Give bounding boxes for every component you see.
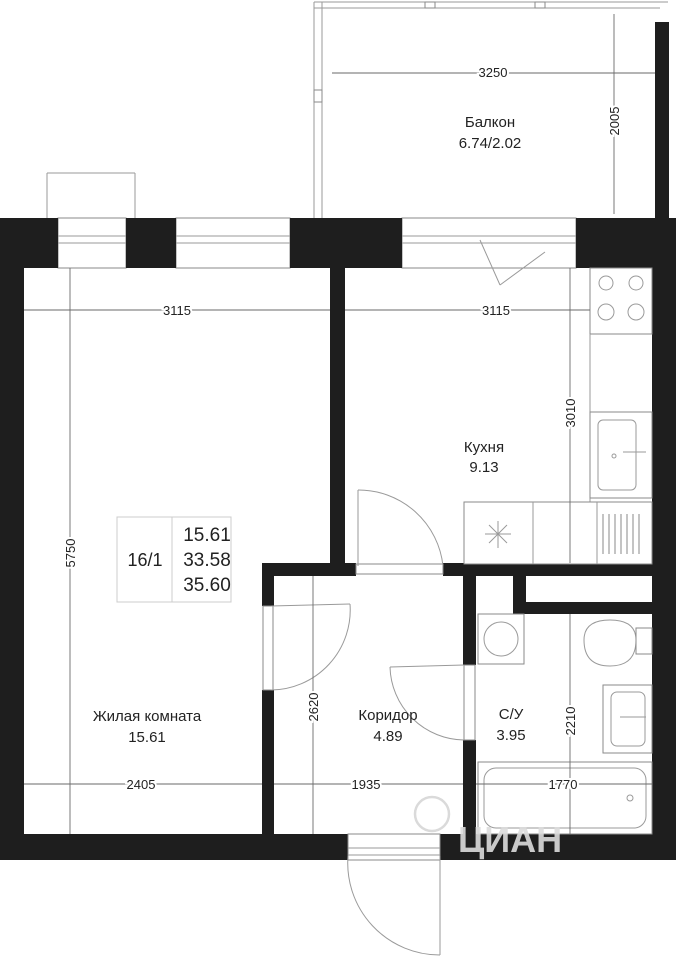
apartment-number: 16/1: [127, 550, 162, 570]
balcony: [313, 1, 669, 218]
total-with-balcony-value: 35.60: [183, 575, 231, 596]
windows: [57, 217, 577, 286]
kitchen-area: 9.13: [469, 459, 498, 476]
watermark: ЦИАН: [413, 795, 562, 860]
balcony-name: Балкон: [465, 114, 515, 131]
dim-balcony-width: 3250: [479, 65, 508, 80]
living-area-value: 15.61: [183, 525, 231, 546]
corridor-name: Коридор: [358, 707, 417, 724]
living-room-name: Жилая комната: [93, 708, 202, 725]
dim-corridor-length: 2620: [306, 693, 321, 722]
dimension-lines: [24, 14, 655, 834]
total-area-value: 33.58: [183, 550, 231, 571]
dim-kitchen-depth: 3010: [563, 399, 578, 428]
watermark-text: ЦИАН: [458, 819, 562, 860]
room-labels: Балкон 6.74/2.02 Кухня 9.13 Жилая комнат…: [93, 114, 526, 746]
dim-kitchen-width: 3115: [482, 303, 510, 318]
apartment-info-box: 16/1 15.61 33.58 35.60: [116, 516, 232, 603]
bathroom-area: 3.95: [496, 727, 525, 744]
dim-bathroom-depth: 2210: [563, 707, 578, 736]
kitchen-fixtures: [463, 267, 653, 565]
dimension-labels: 3250 2005 3115 3115 3010 5750 2620 2210 …: [61, 63, 624, 794]
balcony-area: 6.74/2.02: [459, 135, 522, 152]
balcony-wall: [655, 22, 669, 218]
dim-living-bottom-width: 2405: [127, 777, 156, 792]
doors: [262, 489, 476, 956]
walls: [0, 218, 676, 860]
exterior-box: [46, 172, 136, 218]
dim-bathroom-width: 1770: [549, 777, 578, 792]
dim-balcony-depth: 2005: [607, 107, 622, 136]
dim-corridor-width: 1935: [352, 777, 381, 792]
corridor-area: 4.89: [373, 728, 402, 745]
living-room-area: 15.61: [128, 729, 166, 746]
kitchen-name: Кухня: [464, 439, 504, 456]
dim-living-width: 3115: [163, 303, 191, 318]
dim-living-length: 5750: [63, 539, 78, 568]
bathroom-fixtures: [477, 613, 653, 835]
bathroom-name: С/У: [499, 706, 524, 723]
